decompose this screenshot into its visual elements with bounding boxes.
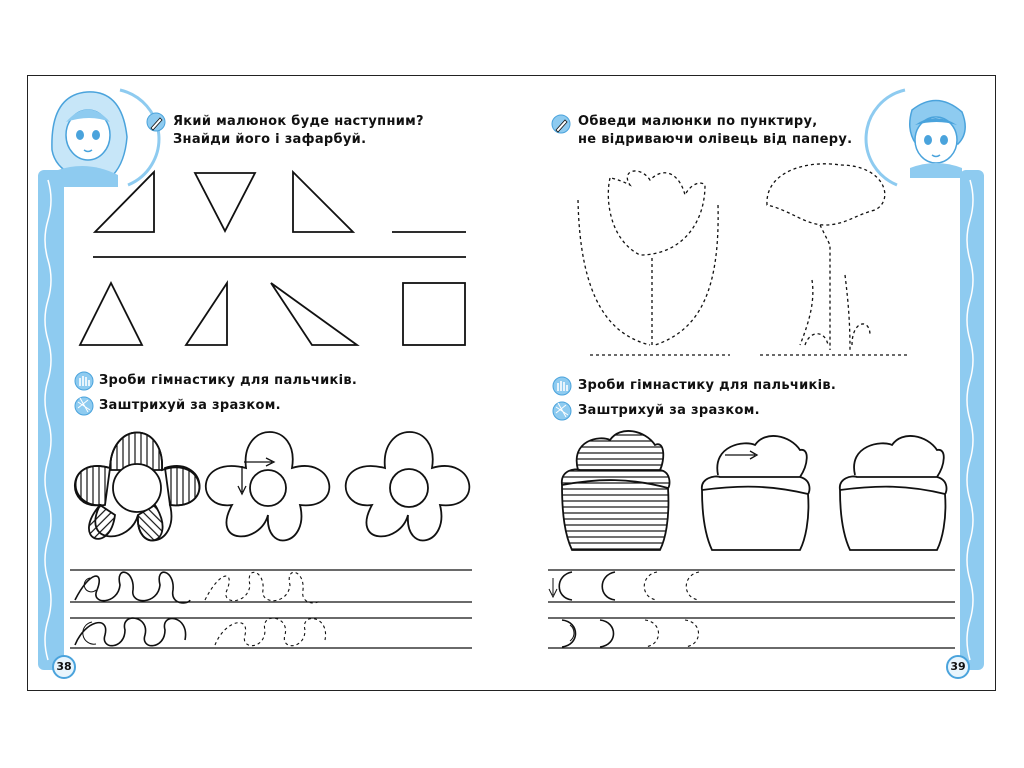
left-task3-instruction: Заштрихуй за зразком. [99,398,281,413]
instruction-line: Який малюнок буде наступним? [173,114,424,129]
arc-pattern-row-1[interactable] [548,571,700,601]
page-number-left: 38 [56,660,72,673]
page-number-badge [946,655,970,679]
hand-icon [74,371,94,391]
hatch-icon [552,401,572,421]
dashed-tree[interactable] [760,163,910,356]
pencil-icon [551,114,571,134]
right-blue-band [960,170,984,670]
loop-pattern-row-2[interactable] [74,617,327,647]
left-task2-instruction: Зроби гімнастику для пальчиків. [99,373,358,388]
left-blue-band [38,170,64,670]
pencil-icon [146,112,166,132]
book-spread [27,75,996,691]
left-writing-lines [70,569,472,649]
instruction-line: Знайди його і зафарбуй. [173,132,367,147]
hand-icon [552,376,572,396]
flower-hatched [74,431,201,542]
pot-hatched [561,430,671,551]
pot-sample [701,435,811,551]
loop-pattern-row-1[interactable] [74,571,321,604]
triangle-sequence [92,169,466,258]
girl-illustration [51,88,161,187]
left-task1-instruction: Який малюнок буде наступним? Знайди його… [173,113,424,149]
dashed-tulip[interactable] [577,170,730,356]
arc-pattern-row-2[interactable] [561,619,700,648]
hatch-icon [74,396,94,416]
right-task3-instruction: Заштрихуй за зразком. [578,403,760,418]
page-number-right: 39 [950,660,966,673]
right-task2-instruction: Зроби гімнастику для пальчиків. [578,378,837,393]
pot-blank[interactable] [839,435,948,551]
instruction-line: не відриваючи олівець від паперу. [578,132,853,147]
right-task1-instruction: Обведи малюнки по пунктиру, не відриваюч… [578,113,852,149]
boy-illustration [864,88,966,187]
page-number-badge [52,655,76,679]
flower-sample [204,431,331,542]
flower-blank[interactable] [344,431,471,542]
instruction-line: Обведи малюнки по пунктиру, [578,114,818,129]
right-writing-lines [548,569,955,649]
shape-options[interactable] [78,280,466,346]
